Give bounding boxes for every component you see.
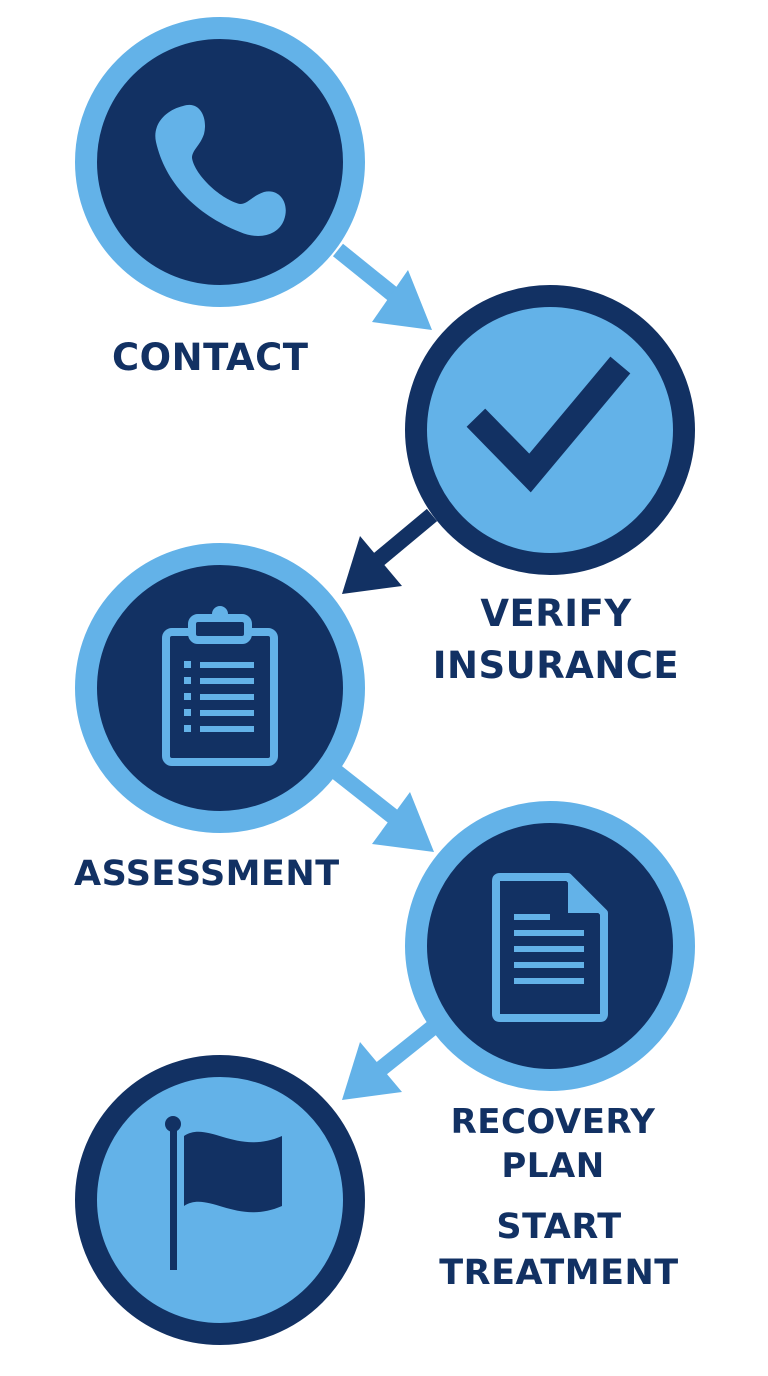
step-contact-node [75,17,365,307]
step-verify-insurance-node [405,285,695,575]
step-recovery-plan-label-line-1: RECOVERY [450,1102,656,1142]
step-contact-label-line-1: CONTACT [112,336,309,379]
step-recovery-plan-label: RECOVERY PLAN [440,1100,666,1188]
step-assessment-label-line-1: ASSESSMENT [74,854,340,894]
step-verify-insurance-label-line-2: INSURANCE [432,644,680,687]
step-start-treatment-node [75,1055,365,1345]
clipboard-icon [162,606,278,766]
step-verify-insurance-label-line-1: VERIFY [480,592,632,635]
step-recovery-plan-node [405,801,695,1091]
step-start-treatment-label-line-1: START [496,1207,622,1247]
step-start-treatment-label-line-2: TREATMENT [439,1253,679,1293]
step-assessment-label: ASSESSMENT [74,848,340,900]
arrow-contact-to-verify [332,243,432,330]
step-start-treatment-label: START TREATMENT [428,1204,690,1296]
step-verify-insurance-label: VERIFY INSURANCE [428,588,684,692]
arrow-recovery-to-treatment [342,1021,437,1100]
step-recovery-plan-label-line-2: PLAN [501,1146,605,1186]
flag-icon [165,1116,282,1270]
arrow-verify-to-assessment [342,508,438,594]
checkmark-icon [466,356,631,493]
arrow-assessment-to-recovery [329,763,434,852]
step-assessment-node [75,543,365,833]
phone-icon [155,104,286,236]
step-contact-label: CONTACT [112,332,308,384]
document-icon [492,873,608,1022]
